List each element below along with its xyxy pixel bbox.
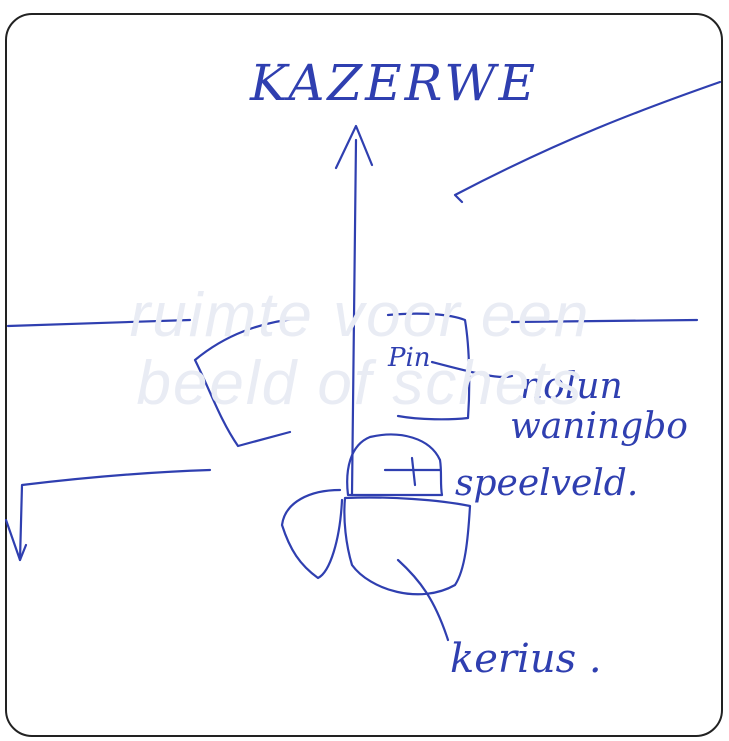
pin-box bbox=[386, 312, 471, 421]
image-placeholder-text: ruimte voor een beeld of schets bbox=[60, 282, 660, 418]
arrow-head bbox=[334, 124, 374, 170]
road-lower-left bbox=[18, 468, 212, 562]
playground-label: speelveld. bbox=[455, 463, 638, 504]
houses-label-2: waningbo bbox=[510, 406, 688, 447]
placeholder-line-2: beeld of schets bbox=[136, 349, 584, 418]
church-connector bbox=[396, 558, 450, 642]
church-left bbox=[280, 488, 344, 580]
playground-cross bbox=[383, 456, 442, 487]
pin-connector bbox=[430, 360, 514, 379]
title-label: KAZERWE bbox=[249, 54, 538, 112]
left-building bbox=[193, 316, 304, 448]
card-frame bbox=[5, 13, 723, 737]
kerkhof-label: kerius . bbox=[450, 636, 602, 682]
road-right bbox=[510, 318, 699, 324]
north-arrow bbox=[350, 138, 358, 497]
church-main bbox=[343, 496, 472, 596]
diagonal-line bbox=[453, 80, 722, 204]
pin-label: Pin bbox=[387, 343, 431, 373]
playground-shape bbox=[346, 433, 444, 497]
road-lower-left-tail bbox=[4, 518, 28, 562]
houses-label-1: nolun bbox=[520, 366, 623, 407]
road-left bbox=[6, 318, 192, 328]
placeholder-line-1: ruimte voor een bbox=[129, 281, 591, 350]
